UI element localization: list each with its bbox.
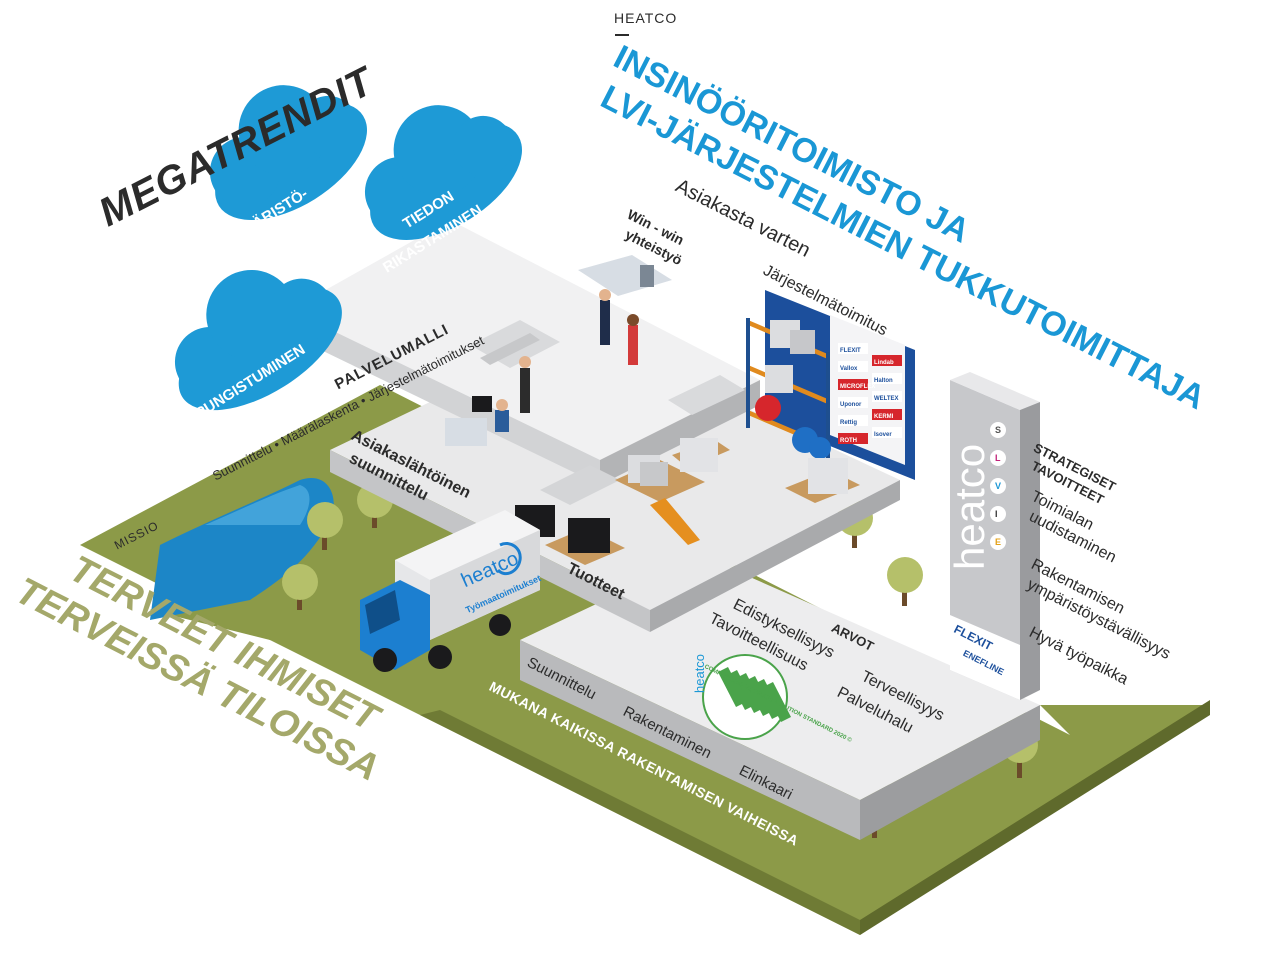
rack-logo-tile (838, 361, 868, 372)
rack-logo-text: Vallox (840, 366, 858, 372)
green-standard-badge (702, 654, 791, 740)
pillar-brand: heatco (946, 443, 993, 570)
rack-logo-text: Rettig (840, 420, 857, 426)
pillar-letter-circle (990, 534, 1006, 550)
cloud (174, 269, 342, 411)
rack-logo-tile (838, 415, 868, 426)
rack-logo-tile (838, 397, 868, 408)
pillar-letter: L (995, 453, 1001, 463)
pillar-letter: I (995, 509, 998, 519)
storage-rack (746, 318, 831, 462)
rack-logo-tile (872, 373, 902, 384)
pillar-letter: S (995, 425, 1001, 435)
pillar-letter: V (995, 481, 1001, 491)
rack-logo-tile (872, 409, 902, 420)
pillar-letter-circle (990, 450, 1006, 466)
tree (307, 502, 343, 550)
person (627, 314, 639, 365)
rack-logo-tile (872, 391, 902, 402)
cloud (209, 85, 367, 220)
badge-brand: heatco (692, 653, 707, 693)
delivery-truck (360, 510, 540, 672)
pillar-letter-circle (990, 506, 1006, 522)
rack-logo-tile (872, 427, 902, 438)
rack-logo-tile (838, 379, 868, 390)
rack-logo-text: WELTEX (874, 396, 899, 402)
office-scene (445, 255, 672, 446)
tree (887, 557, 923, 606)
water-area (150, 478, 334, 620)
rack-logo-tile (872, 355, 902, 366)
rack-logo-tile (838, 433, 868, 444)
rack-logo-text: ROTH (840, 438, 857, 444)
cloud (364, 105, 522, 240)
person (495, 399, 509, 432)
rack-logo-text: Lindab (874, 360, 894, 366)
megatrend-clouds (174, 85, 522, 411)
brand-small-rule (615, 34, 629, 36)
rack-logo-text: Halton (874, 378, 893, 384)
rack-logo-text: KERMI (874, 414, 894, 420)
heatco-pillar: S L V I E (950, 372, 1040, 700)
tree (282, 564, 318, 610)
pillar-letter-circle (990, 422, 1006, 438)
person (519, 356, 531, 413)
brand-small-label: HEATCO (614, 10, 678, 26)
rack-logo-text: FLEXIT (840, 348, 861, 354)
rack-logo-text: Uponor (840, 402, 862, 408)
stairs (470, 320, 745, 505)
pillar-letter: E (995, 537, 1001, 547)
pillar-letter-circle (990, 478, 1006, 494)
rack-logo-text: MICROFLEX (840, 384, 875, 390)
pallets (515, 438, 860, 565)
rack-logo-text: Isover (874, 432, 892, 438)
person (599, 289, 611, 345)
rack-logo-tile (838, 343, 868, 354)
badge-stripe (763, 682, 791, 722)
